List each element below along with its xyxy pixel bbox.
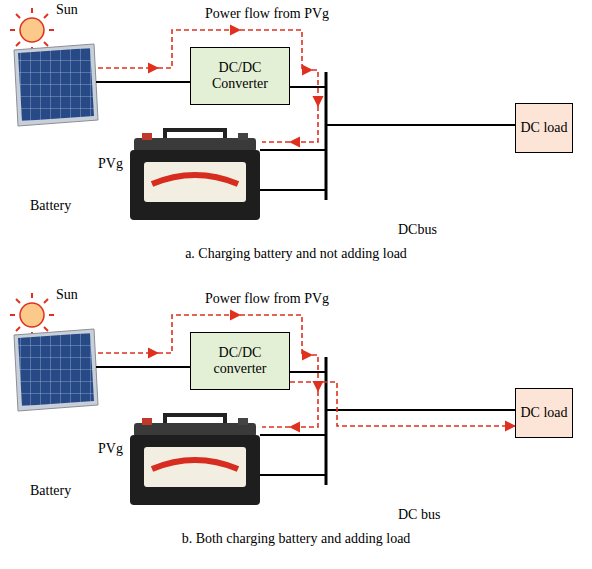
- label-text: DC bus: [398, 507, 440, 523]
- label-text: Battery: [30, 198, 71, 214]
- caption-text: a. Charging battery and not adding load: [0, 246, 592, 262]
- label-text: Sun: [56, 287, 78, 303]
- label-text: DCbus: [398, 222, 437, 238]
- label-text: Sun: [56, 2, 78, 18]
- label-text: PVg: [98, 156, 123, 172]
- wire-connector: [290, 372, 515, 410]
- power-flow-connector: [290, 382, 515, 426]
- label-text: Power flow from PVg: [205, 291, 329, 307]
- caption-text: b. Both charging battery and adding load: [0, 531, 592, 547]
- label-text: PVg: [98, 441, 123, 457]
- node-text: DC load: [520, 120, 567, 136]
- wire-connector: [290, 87, 515, 125]
- node-text: DC/DC converter: [195, 345, 285, 377]
- node-text: DC/DC Converter: [195, 60, 285, 92]
- load-box: DC load: [515, 103, 573, 153]
- converter-box: DC/DC converter: [190, 332, 290, 390]
- label-text: Battery: [30, 483, 71, 499]
- converter-box: DC/DC Converter: [190, 47, 290, 105]
- node-text: DC load: [520, 405, 567, 421]
- load-box: DC load: [515, 388, 573, 438]
- label-text: Power flow from PVg: [205, 6, 329, 22]
